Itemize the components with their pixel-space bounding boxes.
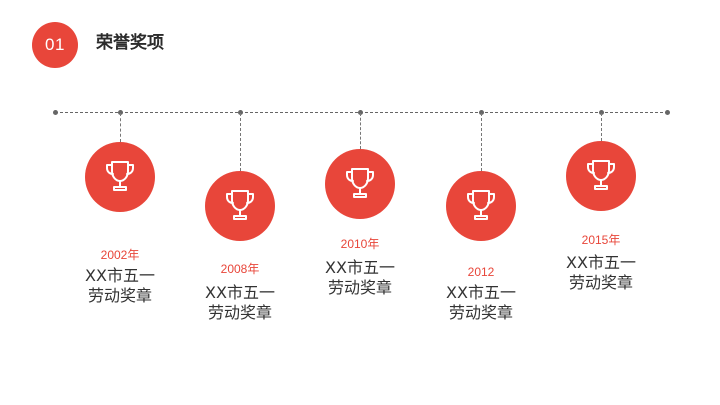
award-description-line: XX市五一 <box>325 258 395 277</box>
award-description-line: XX市五一 <box>205 283 275 302</box>
award-description: XX市五一劳动奖章 <box>416 283 546 323</box>
timeline-connector <box>601 113 602 141</box>
timeline-node <box>117 110 123 115</box>
timeline-node <box>237 110 243 115</box>
timeline-end-dot <box>665 110 670 115</box>
trophy-icon <box>582 155 620 197</box>
award-description-line: 劳动奖章 <box>87 286 152 305</box>
award-circle <box>325 149 395 219</box>
timeline-node <box>478 110 484 115</box>
section-title: 荣誉奖项 <box>96 33 164 53</box>
timeline-node <box>357 110 363 115</box>
award-circle <box>205 171 275 241</box>
timeline-connector <box>481 113 482 171</box>
award-circle <box>446 171 516 241</box>
award-circle <box>566 141 636 211</box>
award-description: XX市五一劳动奖章 <box>55 266 185 306</box>
award-description-line: 劳动奖章 <box>207 303 272 322</box>
award-year: 2012 <box>467 265 495 279</box>
award-year: 2002年 <box>100 248 140 262</box>
award-description-line: 劳动奖章 <box>327 278 392 297</box>
award-year: 2015年 <box>581 233 621 247</box>
award-description-line: XX市五一 <box>446 283 516 302</box>
trophy-icon <box>462 185 500 227</box>
trophy-icon <box>101 156 139 198</box>
award-description: XX市五一劳动奖章 <box>295 258 425 298</box>
section-number-badge: 01 <box>32 22 78 68</box>
award-description-line: 劳动奖章 <box>448 303 513 322</box>
award-circle <box>85 142 155 212</box>
timeline-connector <box>240 113 241 171</box>
timeline-connector <box>360 113 361 149</box>
award-description-line: 劳动奖章 <box>568 273 633 292</box>
timeline-connector <box>120 113 121 142</box>
award-description-line: XX市五一 <box>566 253 636 272</box>
award-description: XX市五一劳动奖章 <box>536 253 666 293</box>
timeline-node <box>598 110 604 115</box>
award-year: 2008年 <box>220 262 260 276</box>
timeline-end-dot <box>53 110 58 115</box>
award-year: 2010年 <box>340 237 380 251</box>
trophy-icon <box>341 163 379 205</box>
award-description-line: XX市五一 <box>85 266 155 285</box>
trophy-icon <box>221 185 259 227</box>
award-description: XX市五一劳动奖章 <box>175 283 305 323</box>
